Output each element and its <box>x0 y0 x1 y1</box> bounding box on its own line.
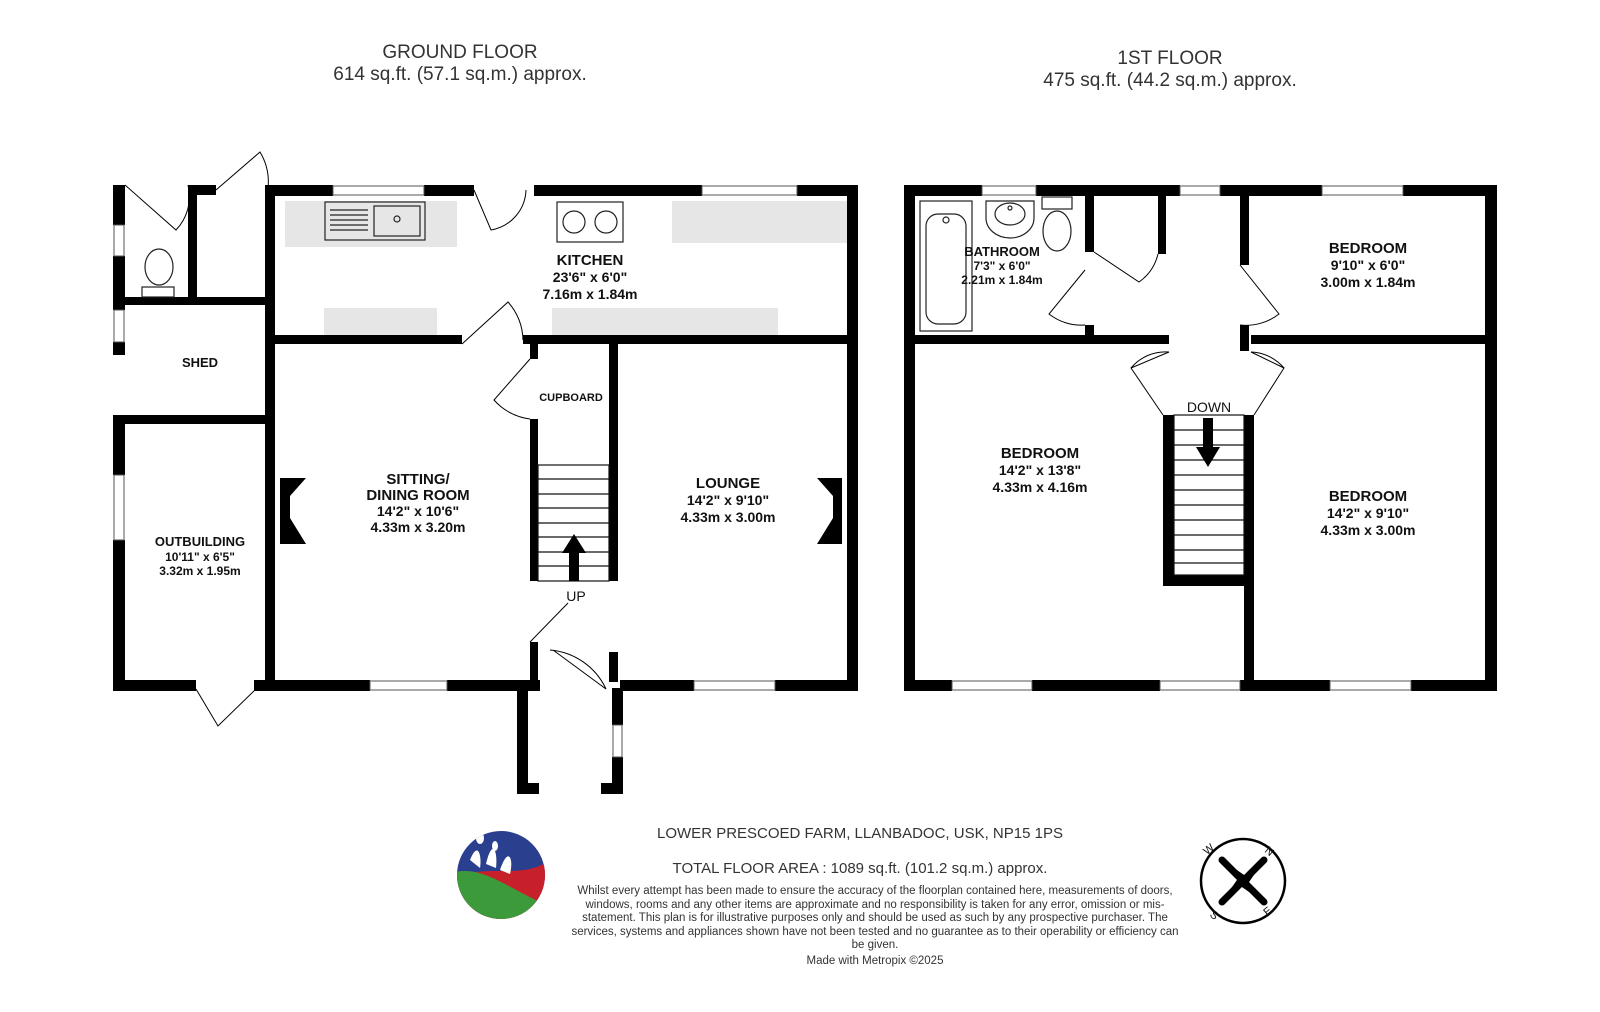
first-floor-plan: BATHROOM 7'3" x 6'0" 2.21m x 1.84m BEDRO… <box>904 185 1497 691</box>
first-floor-stairs <box>1173 414 1245 576</box>
kitchen-imperial: 23'6" x 6'0" <box>553 269 627 285</box>
ground-floor-area: 614 sq.ft. (57.1 sq.m.) approx. <box>333 64 587 85</box>
kitchen-name: KITCHEN <box>557 252 624 269</box>
ground-floor-header: GROUND FLOOR 614 sq.ft. (57.1 sq.m.) app… <box>280 42 640 86</box>
credit-text: Made with Metropix ©2025 <box>806 955 944 967</box>
toilet-icon <box>141 248 175 298</box>
ground-floor-walls <box>113 185 858 794</box>
shed-name: SHED <box>182 355 218 370</box>
compass-icon: N E S W <box>1199 837 1287 925</box>
wc-icon <box>1041 196 1073 252</box>
stairs-up-arrow-icon <box>562 534 586 581</box>
kitchen-worktops <box>285 201 848 335</box>
outbuilding-name: OUTBUILDING <box>155 534 245 549</box>
sitting-room-metric: 4.33m x 3.20m <box>371 519 466 535</box>
agency-logo <box>457 831 545 919</box>
sitting-room-imperial: 14'2" x 10'6" <box>377 503 459 519</box>
kitchen-metric: 7.16m x 1.84m <box>543 286 638 302</box>
lounge-imperial: 14'2" x 9'10" <box>687 492 769 508</box>
stairs-up-label: UP <box>566 588 585 604</box>
disclaimer-text: Whilst every attempt has been made to en… <box>571 885 1179 952</box>
ground-floor-doors <box>124 151 607 727</box>
stairs-down-label: DOWN <box>1187 399 1231 415</box>
first-floor-title: 1ST FLOOR <box>1117 48 1223 69</box>
lounge-name: LOUNGE <box>696 475 760 492</box>
first-floor-header: 1ST FLOOR 475 sq.ft. (44.2 sq.m.) approx… <box>1000 48 1340 92</box>
sink-icon <box>324 201 426 241</box>
sitting-room-name-1: SITTING/ <box>386 471 450 488</box>
cupboard-name: CUPBOARD <box>539 392 603 404</box>
bedroom-right-metric: 4.33m x 3.00m <box>1321 522 1416 538</box>
outbuilding-metric: 3.32m x 1.95m <box>159 564 240 578</box>
bedroom-left-imperial: 14'2" x 13'8" <box>999 462 1081 478</box>
sitting-room-name-2: DINING ROOM <box>366 487 469 504</box>
bedroom-right-name: BEDROOM <box>1329 488 1407 505</box>
first-floor-doors <box>1048 251 1285 416</box>
bedroom-left-metric: 4.33m x 4.16m <box>993 479 1088 495</box>
first-floor-walls <box>904 185 1497 691</box>
lounge-metric: 4.33m x 3.00m <box>681 509 776 525</box>
ground-floor-plan: KITCHEN 23'6" x 6'0" 7.16m x 1.84m SITTI… <box>113 151 858 794</box>
bedroom-right-imperial: 14'2" x 9'10" <box>1327 505 1409 521</box>
bathroom-imperial: 7'3" x 6'0" <box>973 259 1030 273</box>
bedroom-small-imperial: 9'10" x 6'0" <box>1331 257 1405 273</box>
compass-s: S <box>1207 909 1220 923</box>
bathroom-name: BATHROOM <box>964 244 1040 259</box>
property-address: LOWER PRESCOED FARM, LLANBADOC, USK, NP1… <box>657 825 1063 842</box>
bedroom-small-name: BEDROOM <box>1329 240 1407 257</box>
total-floor-area: TOTAL FLOOR AREA : 1089 sq.ft. (101.2 sq… <box>672 860 1048 877</box>
outbuilding-imperial: 10'11" x 6'5" <box>165 550 235 564</box>
compass-w: W <box>1201 841 1217 857</box>
bedroom-small-metric: 3.00m x 1.84m <box>1321 274 1416 290</box>
basin-icon <box>985 200 1035 239</box>
bedroom-left-name: BEDROOM <box>1001 445 1079 462</box>
bathroom-metric: 2.21m x 1.84m <box>961 273 1042 287</box>
ground-floor-windows <box>113 185 798 758</box>
bath-icon <box>919 200 973 332</box>
stairs-down-arrow-icon <box>1196 418 1220 467</box>
hob-icon <box>556 201 624 243</box>
first-floor-windows <box>951 185 1412 691</box>
ground-floor-title: GROUND FLOOR <box>382 42 538 63</box>
first-floor-area: 475 sq.ft. (44.2 sq.m.) approx. <box>1043 70 1297 91</box>
